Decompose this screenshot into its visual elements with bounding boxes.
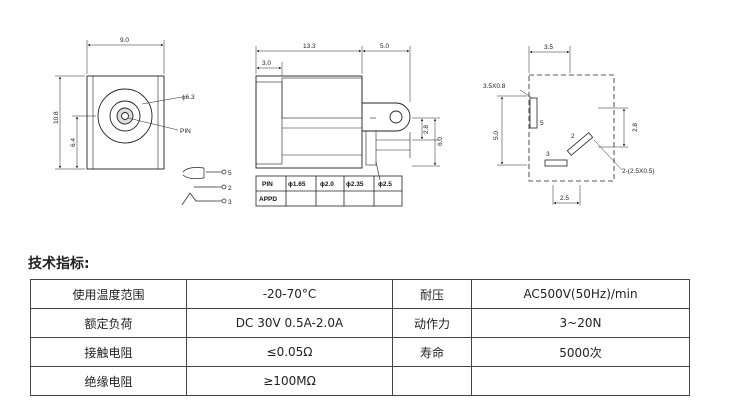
pcb-pad-size-label: 2-(2.5X0.5) <box>622 168 655 175</box>
spec-label-lifespan: 寿命 <box>392 337 472 367</box>
side-total-length-dim: 13.3 <box>303 43 316 50</box>
spec-label-contact-resistance: 接触电阻 <box>30 337 187 367</box>
front-inner-height-dim: 6.4 <box>70 138 77 147</box>
pcb-pad-3 <box>544 159 568 167</box>
pin-table-header-20: ϕ2.0 <box>320 181 334 188</box>
pin-table-header-235: ϕ2.35 <box>346 181 364 188</box>
front-width-dim: 9.0 <box>120 37 129 44</box>
spec-label-rated-load: 额定负荷 <box>30 308 187 338</box>
specs-title: 技术指标: <box>28 256 90 272</box>
terminal-2-label: 2 <box>228 185 232 192</box>
spec-empty-cell <box>392 366 472 396</box>
pcb-pad-2 <box>566 132 594 156</box>
jack-outer-ring <box>97 88 153 144</box>
pin-label: PIN <box>180 128 191 135</box>
pcb-pad-2-number: 2 <box>571 133 575 140</box>
side-view <box>255 46 440 181</box>
jack-mid-ring <box>109 100 141 132</box>
technical-drawing: 9.0 10.8 6.4 ϕ6.3 PIN 5 2 3 <box>53 37 655 207</box>
pcb-top-dim: 3.5 <box>544 44 553 51</box>
table-row: 使用温度范围 -20-70°C 耐压 AC500V(50Hz)/min <box>30 279 690 309</box>
spec-value-contact-resistance: ≤0.05Ω <box>186 337 393 367</box>
terminal-3-label: 3 <box>228 199 232 206</box>
spec-value-voltage: AC500V(50Hz)/min <box>471 279 690 309</box>
front-view-body <box>86 75 165 170</box>
side-height-dim: 6.0 <box>437 137 444 146</box>
pcb-outline <box>528 74 615 182</box>
pcb-view <box>497 46 628 205</box>
spec-label-actuation-force: 动作力 <box>392 308 472 338</box>
pin-table-appd-label: APPD <box>259 196 277 203</box>
spec-value-lifespan: 5000次 <box>471 337 690 367</box>
terminal-legend <box>181 167 227 206</box>
pin-table-header-25: ϕ2.5 <box>378 181 392 188</box>
spec-label-insulation-resistance: 绝缘电阻 <box>30 366 187 396</box>
pin-table-header-165: ϕ1.65 <box>288 181 306 188</box>
spec-value-insulation-resistance: ≥100MΩ <box>186 366 393 396</box>
terminal-5-label: 5 <box>228 170 232 177</box>
spec-label-voltage: 耐压 <box>392 279 472 309</box>
side-view-tab <box>362 102 411 132</box>
table-row: 接触电阻 ≤0.05Ω 寿命 5000次 <box>30 337 690 367</box>
table-row: 额定负荷 DC 30V 0.5A-2.0A 动作力 3~20N <box>30 308 690 338</box>
specs-table: 使用温度范围 -20-70°C 耐压 AC500V(50Hz)/min 额定负荷… <box>30 279 690 396</box>
side-front-offset-dim: 3.0 <box>262 60 271 67</box>
front-height-dim: 10.8 <box>53 111 60 124</box>
spec-label-temperature: 使用温度范围 <box>30 279 187 309</box>
side-tab-length-dim: 5.0 <box>380 43 389 50</box>
table-row: 绝缘电阻 ≥100MΩ <box>30 366 690 396</box>
pcb-pad-3-number: 3 <box>546 151 550 158</box>
pcb-slot-size-label: 3.5X0.8 <box>483 83 506 90</box>
pcb-right-dim: 2.8 <box>632 123 639 132</box>
side-view-body <box>255 75 363 169</box>
front-view <box>55 40 183 170</box>
pcb-height-dim: 5.0 <box>493 131 500 140</box>
pcb-bottom-dim: 2.5 <box>560 195 569 202</box>
pin-table-header-pin: PIN <box>262 181 273 188</box>
side-small-height-dim: 2.8 <box>423 125 430 134</box>
spec-value-temperature: -20-70°C <box>186 279 393 309</box>
pin-table <box>255 175 403 207</box>
spec-value-rated-load: DC 30V 0.5A-2.0A <box>186 308 393 338</box>
pcb-slot-5 <box>529 97 538 129</box>
spec-empty-cell <box>471 366 690 396</box>
hole-diameter-label: ϕ6.3 <box>182 94 195 101</box>
spec-value-actuation-force: 3~20N <box>471 308 690 338</box>
pcb-slot-number: 5 <box>540 120 544 127</box>
